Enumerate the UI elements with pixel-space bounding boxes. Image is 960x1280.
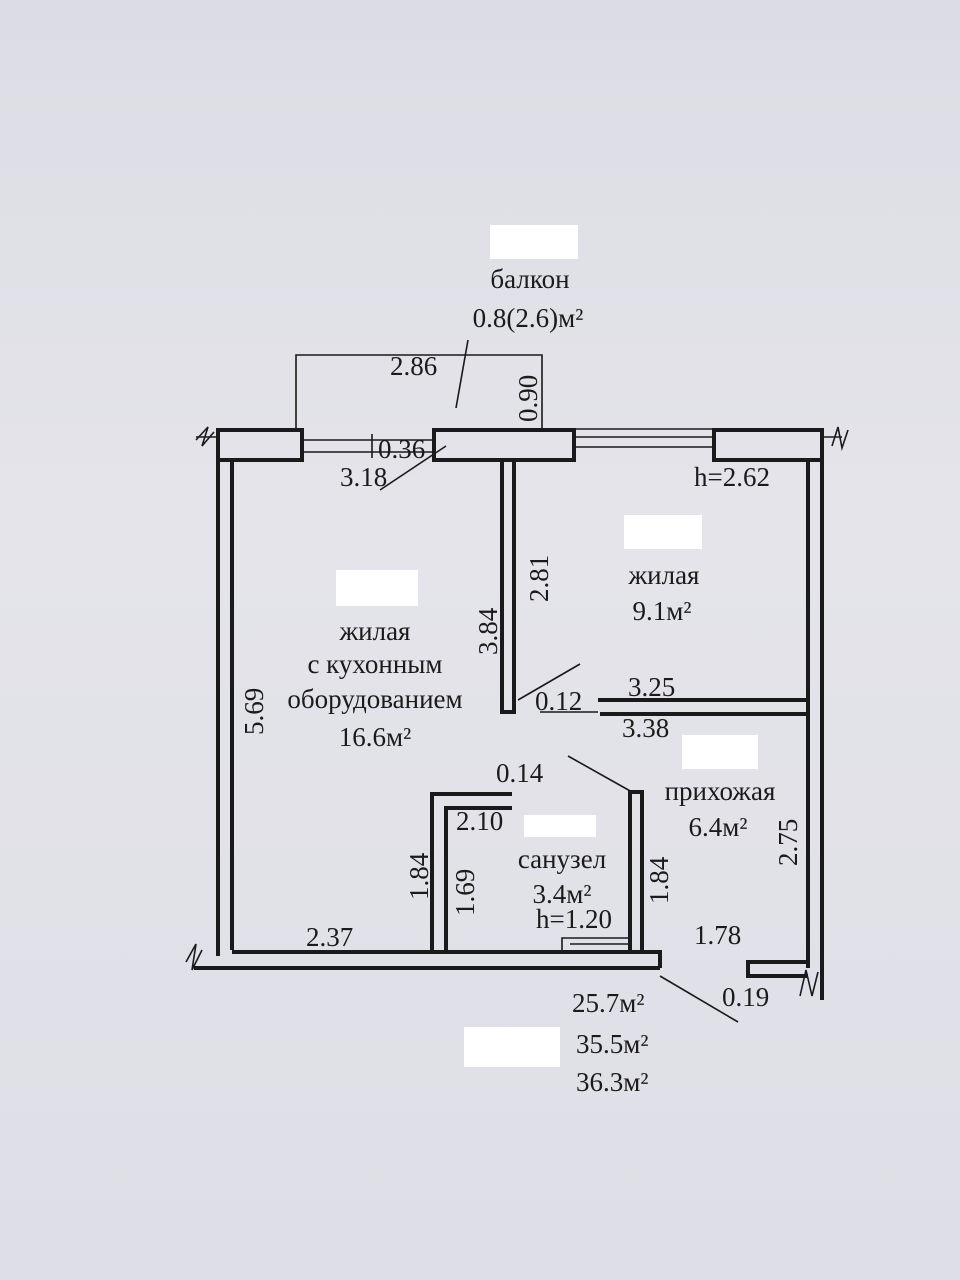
dim-bath-left-inner: 1.69	[450, 869, 480, 916]
dim-bottom-left: 2.37	[306, 922, 353, 952]
redaction-mask	[624, 515, 702, 549]
dim-bath-left-outer: 1.84	[404, 852, 434, 900]
bottom-wall-end	[640, 950, 662, 968]
living-name-line3: оборудованием	[287, 684, 462, 714]
dim-bath-wall-thickness: 0.14	[496, 758, 544, 788]
hallway-name: прихожая	[665, 776, 776, 806]
door-swing	[517, 663, 581, 701]
dim-entry-width: 1.78	[694, 920, 741, 950]
bathroom-wall-inner	[444, 806, 512, 952]
dim-hall-bottom: 3.38	[622, 713, 669, 743]
dim-entry-wall: 0.19	[722, 982, 769, 1012]
wall-segment	[216, 428, 304, 462]
break-mark	[831, 426, 849, 452]
dim-partition-thickness: 0.12	[535, 686, 582, 716]
dim-balcony-depth: 0.90	[513, 375, 543, 422]
hallway-wall	[598, 698, 810, 716]
break-mark	[799, 969, 819, 997]
dim-partition-long: 3.84	[473, 607, 503, 655]
redaction-mask	[524, 815, 596, 837]
redaction-mask	[682, 735, 758, 769]
bathroom-name: санузел	[518, 844, 606, 874]
bathroom-wall-outer	[430, 792, 512, 952]
dim-hall-top: 3.25	[628, 672, 675, 702]
entry-wall-stub	[746, 960, 808, 978]
total-area-general: 35.5м²	[576, 1029, 648, 1059]
dim-left-wall: 5.69	[239, 688, 269, 735]
dim-balcony-width: 2.86	[390, 351, 437, 381]
partition-wall	[500, 460, 516, 714]
wall-segment	[712, 428, 824, 462]
living-name-line2: с кухонным	[307, 649, 442, 679]
dim-window-width: 3.18	[340, 462, 387, 492]
bathroom-fixture	[561, 937, 630, 952]
bedroom-name: жилая	[628, 560, 700, 590]
living-area: 16.6м²	[339, 722, 411, 752]
break-mark	[185, 943, 203, 971]
dimension-leader	[659, 975, 739, 1023]
living-name-line1: жилая	[339, 616, 411, 646]
balcony-name: балкон	[490, 264, 569, 294]
redaction-mask	[490, 225, 578, 259]
ceiling-height: h=2.62	[694, 462, 770, 492]
bathroom-area: 3.4м²	[533, 879, 592, 909]
bathroom-height: h=1.20	[536, 904, 612, 934]
total-area-with-balcony: 36.3м²	[576, 1067, 648, 1097]
bedroom-area: 9.1м²	[633, 596, 692, 626]
balcony-leader	[455, 339, 469, 409]
balcony-outline	[295, 354, 543, 430]
wall-segment	[432, 428, 576, 462]
redaction-mask	[336, 570, 418, 606]
bathroom-door-jamb	[628, 790, 644, 954]
hallway-area: 6.4м²	[689, 812, 748, 842]
dim-hall-right: 2.75	[773, 819, 803, 866]
dim-bath-width: 2.10	[456, 806, 503, 836]
dim-partition-short: 2.81	[524, 555, 554, 602]
balcony-area: 0.8(2.6)м²	[473, 303, 584, 333]
dim-window-gap: 0.36	[378, 434, 425, 464]
dim-bath-right: 1.84	[644, 856, 674, 904]
redaction-mask	[464, 1027, 560, 1067]
door-swing	[567, 755, 633, 793]
total-area-living: 25.7м²	[572, 988, 644, 1018]
dimension-leader	[379, 445, 447, 491]
